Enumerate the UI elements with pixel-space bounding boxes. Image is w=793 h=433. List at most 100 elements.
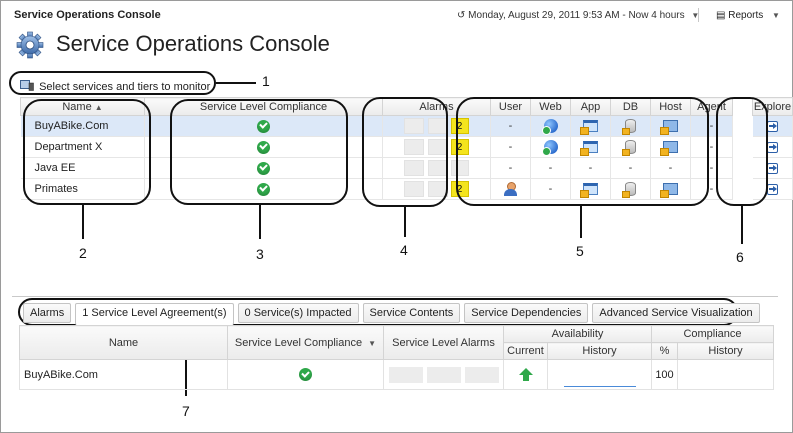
time-range-selector[interactable]: ↺ Monday, August 29, 2011 9:53 AM - Now … — [457, 10, 699, 21]
column-header-explore[interactable]: Explore — [752, 97, 793, 116]
agent-cell: - — [690, 115, 733, 137]
column-header-compliance-history[interactable]: History — [677, 342, 774, 360]
app-cell[interactable] — [570, 178, 611, 200]
table-row[interactable]: BuyABike.Com 2 - - — [20, 115, 793, 137]
service-name[interactable]: Department X — [20, 136, 145, 158]
explore-cell[interactable] — [752, 178, 793, 200]
tab-services-impacted[interactable]: 0 Service(s) Impacted — [237, 303, 359, 323]
host-icon — [660, 120, 678, 136]
alarms-cell[interactable] — [382, 157, 491, 179]
host-cell[interactable] — [650, 178, 691, 200]
column-header-agent[interactable]: Agent — [690, 97, 733, 116]
table-row[interactable]: Java EE - - - - - - — [20, 157, 793, 179]
column-header-slc[interactable]: Service Level Compliance ▼ — [227, 325, 384, 360]
slc-cell — [144, 115, 383, 137]
database-icon — [622, 119, 636, 135]
agent-cell: - — [690, 178, 733, 200]
column-header-percent[interactable]: % — [651, 342, 678, 360]
tab-alarms[interactable]: Alarms — [23, 303, 72, 323]
db-cell[interactable] — [610, 115, 651, 137]
tab-service-contents[interactable]: Service Contents — [362, 303, 461, 323]
column-header-history[interactable]: History — [547, 342, 652, 360]
app-cell[interactable] — [570, 136, 611, 158]
column-header-alarms[interactable]: Alarms — [382, 97, 491, 116]
sla-name[interactable]: BuyABike.Com — [19, 359, 228, 390]
sort-ascending-icon: ▲ — [94, 102, 103, 112]
app-title: Service Operations Console — [14, 9, 161, 21]
table-row[interactable]: Primates 2 - - — [20, 178, 793, 200]
column-group-availability: Availability — [503, 325, 652, 343]
service-name[interactable]: BuyABike.Com — [20, 115, 145, 137]
explore-icon[interactable] — [766, 162, 778, 174]
section-divider — [12, 296, 778, 297]
column-header-db[interactable]: DB — [610, 97, 651, 116]
annotation-label-5: 5 — [576, 243, 584, 259]
column-header-host[interactable]: Host — [650, 97, 691, 116]
tab-service-level-agreements[interactable]: 1 Service Level Agreement(s) — [75, 303, 234, 325]
column-header-name[interactable]: Name — [19, 325, 228, 360]
top-bar: Service Operations Console ↺ Monday, Aug… — [0, 0, 793, 30]
sort-descending-icon: ▼ — [368, 338, 377, 348]
gear-icon — [16, 31, 44, 59]
history-sparkline — [563, 385, 636, 387]
tab-advanced-visualization[interactable]: Advanced Service Visualization — [592, 303, 760, 323]
explore-cell[interactable] — [752, 115, 793, 137]
explore-icon[interactable] — [766, 120, 778, 132]
explore-cell[interactable] — [752, 136, 793, 158]
slc-cell — [144, 178, 383, 200]
table-row[interactable]: BuyABike.Com 100 — [19, 359, 774, 390]
compliance-history-cell[interactable] — [677, 359, 774, 390]
column-header-name[interactable]: Name▲ — [20, 97, 145, 116]
annotation-line-5 — [580, 206, 582, 238]
host-cell[interactable] — [650, 115, 691, 137]
explore-icon[interactable] — [766, 141, 778, 153]
user-cell: - — [490, 115, 531, 137]
db-cell[interactable] — [610, 178, 651, 200]
host-icon — [660, 141, 678, 157]
explore-cell[interactable] — [752, 157, 793, 179]
host-cell[interactable] — [650, 136, 691, 158]
column-header-sla[interactable]: Service Level Alarms — [383, 325, 504, 360]
ok-check-icon — [257, 119, 270, 133]
history-cell[interactable] — [547, 359, 652, 390]
page-title: Service Operations Console — [56, 31, 330, 56]
column-header-app[interactable]: App — [570, 97, 611, 116]
alarms-cell[interactable]: 2 — [382, 115, 491, 137]
database-icon — [622, 140, 636, 156]
annotation-label-4: 4 — [400, 242, 408, 258]
chevron-down-icon: ▼ — [772, 11, 780, 20]
web-cell[interactable] — [530, 115, 571, 137]
tab-service-dependencies[interactable]: Service Dependencies — [464, 303, 589, 323]
explore-icon[interactable] — [766, 183, 778, 195]
select-services-link[interactable]: Select services and tiers to monitor — [20, 80, 210, 93]
alarm-count-badge[interactable]: 2 — [450, 139, 469, 155]
user-cell[interactable] — [490, 178, 531, 200]
annotation-label-2: 2 — [79, 245, 87, 261]
app-cell: - — [570, 157, 611, 179]
alarm-count-badge[interactable]: 2 — [450, 118, 469, 134]
alarms-cell[interactable]: 2 — [382, 136, 491, 158]
table-row[interactable]: Department X 2 - - — [20, 136, 793, 158]
db-cell[interactable] — [610, 136, 651, 158]
annotation-label-7: 7 — [182, 403, 190, 419]
service-name[interactable]: Primates — [20, 178, 145, 200]
annotation-line-6 — [741, 206, 743, 244]
column-header-web[interactable]: Web — [530, 97, 571, 116]
db-cell: - — [610, 157, 651, 179]
reports-menu[interactable]: ▤ Reports ▼ — [716, 10, 780, 21]
service-name[interactable]: Java EE — [20, 157, 145, 179]
sla-table: Name Service Level Compliance ▼ Service … — [19, 325, 774, 390]
monitor-icon — [20, 80, 34, 91]
column-header-user[interactable]: User — [490, 97, 531, 116]
column-header-current[interactable]: Current — [503, 342, 548, 360]
alarm-count-badge[interactable]: 2 — [450, 181, 469, 197]
web-cell[interactable] — [530, 136, 571, 158]
host-cell: - — [650, 157, 691, 179]
web-globe-icon — [541, 119, 558, 135]
alarms-cell[interactable]: 2 — [382, 178, 491, 200]
annotation-line-2 — [82, 205, 84, 239]
app-cell[interactable] — [570, 115, 611, 137]
sla-alarms-cell[interactable] — [383, 359, 504, 390]
column-header-slc[interactable]: Service Level Compliance — [144, 97, 383, 116]
